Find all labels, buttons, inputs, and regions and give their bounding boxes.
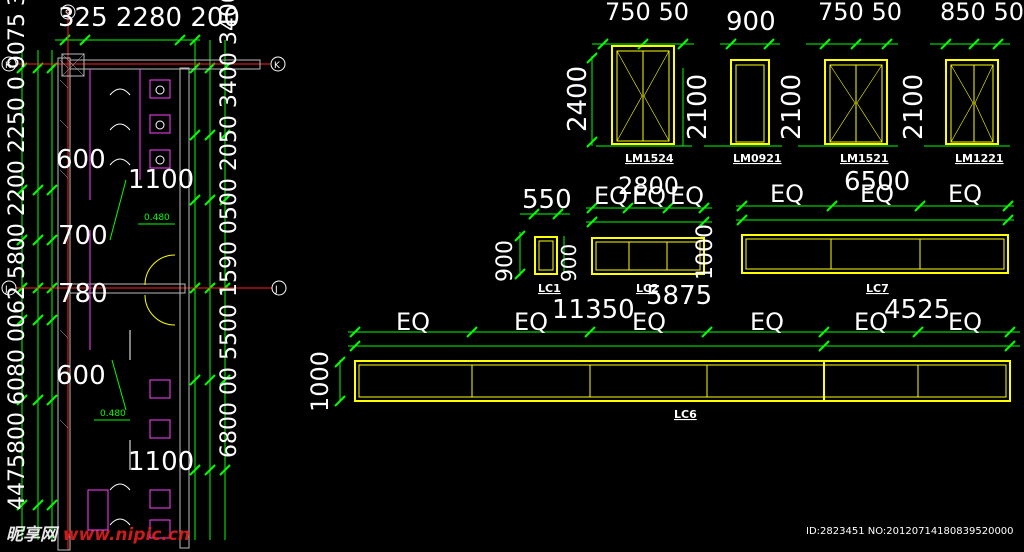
plan-dim-780: 780 (58, 279, 108, 309)
door-lm0921-height: 2100 (777, 74, 807, 140)
axis-k-left: K (5, 61, 12, 71)
door-lm1521: 750 50 2100 LM1521 (798, 0, 929, 165)
window-lc6-eq-4: EQ (750, 308, 784, 336)
window-lc1-inner-dim: 900 (557, 244, 581, 282)
door-lm1221-label: LM1221 (955, 152, 1004, 165)
plan-dim-600-a: 600 (56, 145, 106, 175)
plan-right-dims: 6800 00 5500 1590 0500 2050 3400 3400 90… (217, 0, 242, 458)
window-lc1-width: 550 (522, 185, 572, 215)
window-lc2-eq-3: EQ (670, 182, 704, 210)
door-lm1524-label: LM1524 (625, 152, 674, 165)
plan-dim-600-b: 600 (56, 361, 106, 391)
plan-dim-1100-b: 1100 (128, 447, 194, 477)
door-lm1221-height-left: 2100 (899, 74, 929, 140)
watermark-site: www.nipic.cn (62, 525, 191, 545)
window-lc7-eq-3: EQ (948, 180, 982, 208)
window-lc6-height: 1000 (306, 351, 334, 412)
window-lc6-eq-1: EQ (396, 308, 430, 336)
window-lc1-label: LC1 (538, 282, 561, 295)
door-lm0921-label: LM0921 (733, 152, 782, 165)
window-lc7-eq-2: EQ (860, 180, 894, 208)
window-lc1: 550 900 900 LC1 (493, 185, 581, 295)
window-lc6-label: LC6 (674, 408, 697, 421)
door-lm1524: 750 50 2400 2100 LM1524 (563, 0, 713, 165)
plan-dim-700: 700 (58, 221, 108, 251)
door-lm0921-height-left: 2100 (683, 74, 713, 140)
window-lc7-width: 6500 (844, 167, 910, 197)
door-lm1521-label: LM1521 (840, 152, 889, 165)
door-lm1524-width: 750 50 (605, 0, 689, 26)
window-lc7-label: LC7 (866, 282, 889, 295)
plan-dim-1100-a: 1100 (128, 165, 194, 195)
door-lm1524-height: 2400 (563, 66, 593, 132)
window-lc6-width-1: 11350 (552, 295, 635, 325)
window-lc2-label: LC2 (636, 282, 659, 295)
window-lc6-eq-6: EQ (948, 308, 982, 336)
window-lc6-width-2: 5875 (646, 281, 712, 311)
watermark-brand: 昵享网 (6, 525, 57, 545)
level-mark-a: 0.480 (144, 213, 170, 223)
image-id-text: ID:2823451 NO:20120714180839520000 (806, 526, 1014, 537)
window-lc6-eq-3: EQ (632, 308, 666, 336)
window-lc7: EQ EQ EQ 6500 LC7 (736, 167, 1014, 295)
window-lc6-width-3: 4525 (884, 295, 950, 325)
axis-k-right: K (274, 61, 281, 71)
window-lc1-height: 900 (493, 240, 518, 282)
plan-top-dims: 325 2280 200 (58, 3, 240, 33)
door-lm1521-width: 750 50 (818, 0, 902, 26)
axis-j-left: J (4, 285, 8, 295)
window-lc2-width: 2800 (618, 172, 679, 200)
window-lc2: EQ EQ EQ 2800 1000 LC2 (586, 172, 718, 295)
window-lc7-eq-1: EQ (770, 180, 804, 208)
door-lm1221: 850 50 LM1221 (924, 0, 1024, 165)
window-lc2-eq-2: EQ (632, 182, 666, 210)
window-lc2-eq-1: EQ (594, 182, 628, 210)
window-schedule: 550 900 900 LC1 EQ EQ EQ 2800 1000 LC2 (306, 167, 1020, 421)
plan-left-dims: 4475800 6080 0062 5800 2200 2250 0 9075 … (5, 0, 30, 510)
window-lc6: EQ EQ EQ EQ EQ EQ 11350 5875 4525 1000 L… (306, 281, 1020, 421)
door-schedule: 750 50 2400 2100 LM1524 900 2100 LM0921 (563, 0, 1024, 165)
axis-9-label: 9 (65, 9, 71, 19)
door-lm1221-width: 850 50 (940, 0, 1024, 26)
axis-j-right: J (274, 285, 278, 295)
window-lc6-eq-2: EQ (514, 308, 548, 336)
watermark-logo: 昵享网 www.nipic.cn (6, 520, 190, 545)
window-lc2-height: 1000 (693, 224, 718, 280)
window-lc6-eq-5: EQ (854, 308, 888, 336)
door-lm0921: 900 2100 LM0921 (704, 7, 807, 165)
level-mark-b: 0.480 (100, 409, 126, 419)
floor-plan: K K J J 9 (1, 0, 287, 551)
door-lm0921-width: 900 (726, 7, 776, 37)
